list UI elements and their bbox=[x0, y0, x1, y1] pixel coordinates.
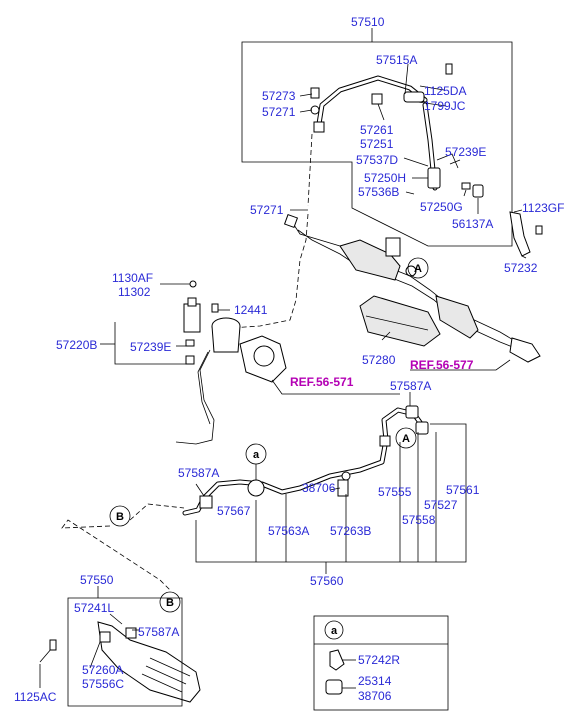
callout-a-mid: a bbox=[245, 443, 267, 480]
label-57587A-lower: 57587A bbox=[138, 625, 179, 639]
label-57563A: 57563A bbox=[268, 524, 309, 538]
bracket-57232 bbox=[509, 211, 543, 257]
label-57271-upper: 57271 bbox=[262, 105, 296, 119]
label-57251: 57251 bbox=[360, 137, 394, 151]
label-57239E-upper: 57239E bbox=[445, 145, 486, 159]
inset-a-header: a bbox=[331, 625, 338, 637]
label-1130AF: 1130AF bbox=[112, 271, 153, 285]
label-57241L: 57241L bbox=[74, 601, 114, 615]
label-57537D: 57537D bbox=[356, 153, 398, 167]
inset-a-box: a bbox=[313, 615, 449, 711]
label-57587A-mid: 57587A bbox=[178, 466, 219, 480]
svg-text:A: A bbox=[414, 263, 422, 275]
callout-B-lower: B bbox=[159, 591, 181, 613]
label-1799JC: 1799JC bbox=[424, 99, 466, 113]
leader-lines bbox=[39, 63, 527, 688]
label-57271-lower: 57271 bbox=[250, 203, 284, 217]
label-1123GF: 1123GF bbox=[522, 201, 564, 215]
callout-A-upper: A bbox=[407, 257, 429, 279]
label-57273: 57273 bbox=[262, 89, 296, 103]
label-57239E-lower: 57239E bbox=[130, 340, 171, 354]
label-57220B: 57220B bbox=[56, 338, 97, 352]
label-12441: 12441 bbox=[234, 303, 268, 317]
label-38706-mid: 38706 bbox=[302, 481, 336, 495]
label-25314: 25314 bbox=[358, 674, 392, 688]
upper-hose-box bbox=[241, 28, 513, 247]
part-labels: 57510 57515A 1125DA 1799JC 57273 57271 5… bbox=[14, 15, 564, 704]
ref-56-577: REF.56-577 bbox=[410, 358, 474, 372]
label-57587A-upper: 57587A bbox=[390, 379, 431, 393]
svg-text:a: a bbox=[253, 449, 260, 461]
pump-reservoir-assembly bbox=[175, 280, 287, 445]
label-1125DA: 1125DA bbox=[424, 84, 466, 98]
bracket-57560 bbox=[195, 423, 467, 574]
label-56137A: 56137A bbox=[452, 217, 493, 231]
label-57250G: 57250G bbox=[420, 200, 463, 214]
lower-cooler-box bbox=[67, 586, 183, 707]
label-57263B: 57263B bbox=[330, 524, 371, 538]
svg-text:A: A bbox=[402, 433, 410, 445]
svg-text:B: B bbox=[116, 511, 124, 523]
callout-A-lower: A bbox=[395, 427, 417, 449]
label-11302: 11302 bbox=[118, 285, 151, 299]
svg-text:B: B bbox=[166, 597, 174, 609]
label-57550: 57550 bbox=[80, 573, 114, 587]
label-57567: 57567 bbox=[217, 504, 251, 518]
label-57242R: 57242R bbox=[358, 653, 400, 667]
label-57280: 57280 bbox=[362, 353, 396, 367]
ref-56-571: REF.56-571 bbox=[290, 375, 354, 389]
label-57556C: 57556C bbox=[82, 677, 124, 691]
callout-B-left: B bbox=[109, 505, 131, 527]
label-57515A: 57515A bbox=[376, 53, 417, 67]
label-38706-inset: 38706 bbox=[358, 689, 392, 703]
label-57561: 57561 bbox=[446, 483, 480, 497]
label-57536B: 57536B bbox=[358, 185, 399, 199]
label-57527: 57527 bbox=[424, 498, 458, 512]
label-57510: 57510 bbox=[351, 15, 385, 29]
label-57558: 57558 bbox=[402, 513, 436, 527]
label-57232: 57232 bbox=[504, 261, 538, 275]
label-1125AC: 1125AC bbox=[14, 690, 57, 704]
label-57260A: 57260A bbox=[82, 663, 123, 677]
heat-shield-57280 bbox=[359, 295, 441, 347]
steering-gear-rack bbox=[283, 213, 541, 363]
label-57560: 57560 bbox=[310, 574, 344, 588]
label-57261: 57261 bbox=[360, 123, 394, 137]
label-57250H: 57250H bbox=[364, 171, 406, 185]
return-lines bbox=[182, 405, 429, 516]
label-57555: 57555 bbox=[378, 485, 412, 499]
oil-cooler bbox=[39, 621, 201, 703]
